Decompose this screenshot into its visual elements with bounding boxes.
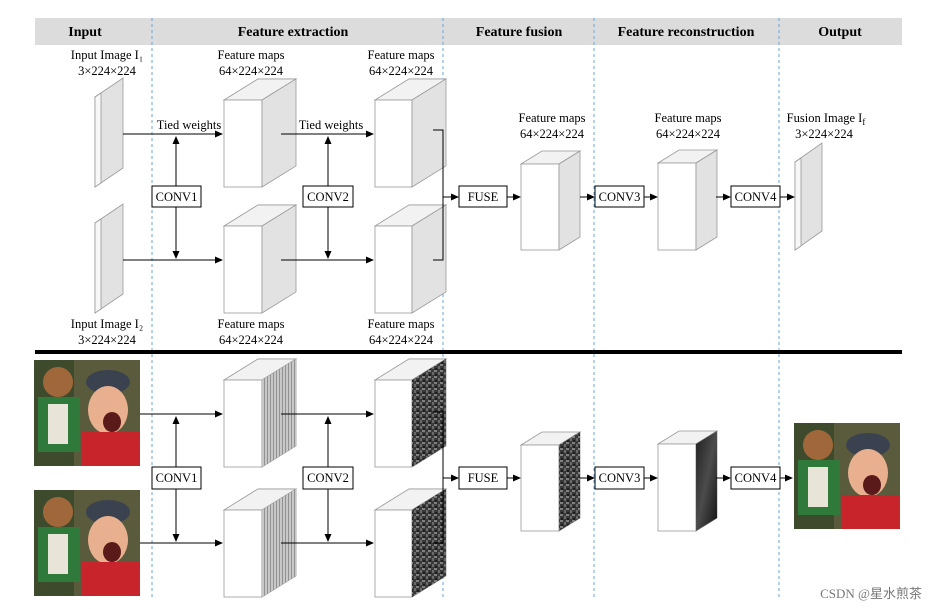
- header-feature-extraction: Feature extraction: [238, 25, 349, 40]
- feature-cube-extract-3: [222, 204, 298, 314]
- conv4-box-example: CONV4: [730, 466, 781, 490]
- watermark: CSDN @星水煎茶: [820, 586, 922, 601]
- example-cube-extract-1: [222, 358, 298, 468]
- example-cube-conv3-front: [657, 443, 697, 532]
- feature-maps-label-fuse: Feature maps: [519, 111, 586, 125]
- example-cube-extract-2-side-texture: [412, 358, 446, 467]
- output-slab: [794, 142, 823, 251]
- input-slab-1: [94, 77, 124, 188]
- input-slab-2: [94, 203, 124, 314]
- section-separator: [35, 350, 902, 354]
- fusion-image-dims: 3×224×224: [795, 127, 854, 141]
- schematic-arrows: [123, 129, 795, 264]
- example-cube-fuse-front: [520, 444, 560, 532]
- conv4-label: CONV4: [735, 190, 777, 204]
- conv2-label: CONV2: [307, 190, 349, 204]
- example-cube-extract-4: [373, 488, 448, 598]
- example-cube-extract-3: [222, 488, 298, 598]
- fusion-image-label: Fusion Image If: [787, 111, 866, 127]
- fusion-image-label-sub: f: [862, 117, 865, 127]
- example-cube-extract-4-front: [374, 509, 413, 598]
- conv4-box: CONV4: [730, 185, 781, 208]
- feature-cube-fuse: [519, 150, 582, 251]
- example-cube-extract-1-side-texture: [262, 358, 296, 467]
- feature-maps-label-1: Feature maps: [218, 48, 285, 62]
- feature-cube-extract-4-side: [411, 204, 447, 314]
- input-image-2-label: Input Image I₂: [71, 317, 143, 331]
- feature-cubes-schematic: [222, 78, 719, 314]
- example-cube-conv3: [656, 430, 719, 532]
- feature-cube-extract-2-side: [411, 78, 447, 188]
- example-cube-extract-3-front: [223, 509, 263, 598]
- feature-cubes-example: [222, 358, 719, 598]
- tied-weights-label-1: Tied weights: [157, 118, 222, 132]
- feature-cube-fuse-front: [520, 163, 560, 251]
- example-cube-extract-2-front: [374, 379, 413, 468]
- example-cube-extract-1-front: [223, 379, 263, 468]
- feature-cube-extract-1-front: [223, 99, 263, 188]
- feature-cube-extract-2-front: [374, 99, 413, 188]
- header-output: Output: [818, 25, 862, 40]
- tied-weights-label-2: Tied weights: [299, 118, 364, 132]
- fuse-box: FUSE: [458, 185, 508, 208]
- feature-dims-label-1: 64×224×224: [219, 64, 284, 78]
- header-feature-fusion: Feature fusion: [476, 25, 563, 40]
- conv3-label: CONV3: [599, 190, 641, 204]
- fuse-label-example: FUSE: [468, 471, 499, 485]
- conv2-label-example: CONV2: [307, 471, 349, 485]
- feature-cube-extract-1: [222, 78, 298, 188]
- feature-cube-conv3: [656, 149, 719, 251]
- output-photo: [794, 423, 900, 529]
- input-photo-2: [34, 490, 140, 596]
- feature-dims-label-fuse: 64×224×224: [520, 127, 585, 141]
- example-cube-fuse-side-texture: [559, 431, 580, 531]
- fuse-label: FUSE: [468, 190, 499, 204]
- feature-maps-label-3: Feature maps: [218, 317, 285, 331]
- feature-cube-extract-4: [373, 204, 448, 314]
- example-cube-extract-2: [373, 358, 448, 468]
- input-image-1-label: Input Image I₁: [71, 48, 143, 62]
- feature-cube-extract-1-side: [261, 78, 297, 188]
- feature-cube-fuse-side: [558, 150, 581, 251]
- input-image-2-dims: 3×224×224: [78, 333, 137, 347]
- feature-cube-extract-3-side: [261, 204, 297, 314]
- feature-maps-label-2: Feature maps: [368, 48, 435, 62]
- conv4-label-example: CONV4: [735, 471, 777, 485]
- conv3-box: CONV3: [594, 185, 645, 208]
- conv1-box-example: CONV1: [151, 466, 202, 490]
- header-feature-reconstruction: Feature reconstruction: [618, 25, 755, 40]
- example-arrows: [140, 410, 793, 547]
- feature-cube-extract-3-front: [223, 225, 263, 314]
- feature-dims-label-2: 64×224×224: [369, 64, 434, 78]
- conv3-box-example: CONV3: [594, 466, 645, 490]
- header-background: [35, 18, 902, 45]
- header-input: Input: [68, 25, 102, 40]
- conv3-label-example: CONV3: [599, 471, 641, 485]
- input-photo-1: [34, 360, 140, 466]
- feature-maps-label-conv3: Feature maps: [655, 111, 722, 125]
- conv1-label-example: CONV1: [156, 471, 198, 485]
- header-bar: Input Feature extraction Feature fusion …: [35, 18, 902, 45]
- example-cube-fuse: [519, 431, 582, 532]
- example-cube-conv3-side-texture: [696, 430, 717, 531]
- conv1-box: CONV1: [151, 185, 202, 208]
- feature-dims-label-conv3: 64×224×224: [656, 127, 721, 141]
- feature-dims-label-4: 64×224×224: [369, 333, 434, 347]
- feature-cube-conv3-side: [695, 149, 718, 251]
- example-cube-extract-3-side-texture: [262, 488, 296, 597]
- feature-maps-label-4: Feature maps: [368, 317, 435, 331]
- feature-dims-label-3: 64×224×224: [219, 333, 284, 347]
- feature-cube-extract-2: [373, 78, 448, 188]
- input-image-1-dims: 3×224×224: [78, 64, 137, 78]
- feature-cube-extract-4-front: [374, 225, 413, 314]
- feature-cube-conv3-front: [657, 162, 697, 251]
- fusion-image-label-main: Fusion Image I: [787, 111, 863, 125]
- fuse-box-example: FUSE: [458, 466, 508, 490]
- example-cube-extract-4-side-texture: [412, 488, 446, 597]
- conv1-label: CONV1: [156, 190, 198, 204]
- conv2-box-example: CONV2: [302, 466, 354, 490]
- conv2-box: CONV2: [302, 185, 354, 208]
